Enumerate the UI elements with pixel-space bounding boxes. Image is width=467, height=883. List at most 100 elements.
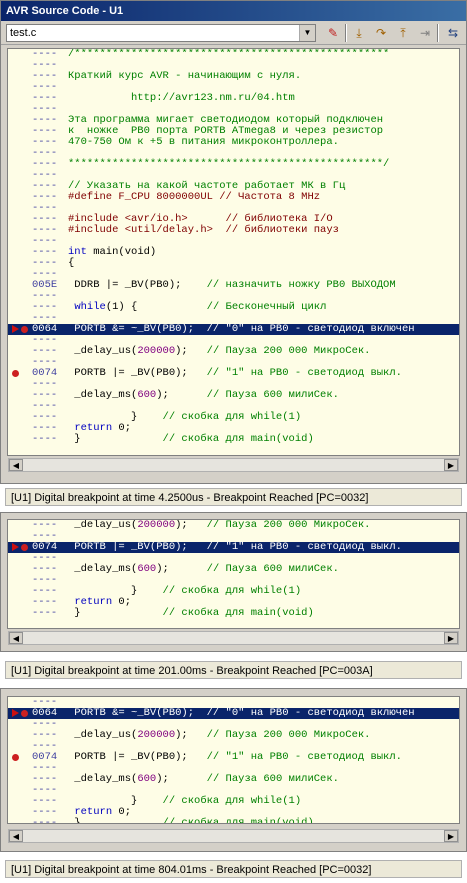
code-pane-3[interactable]: ----0064 PORTB &= ~_BV(PB0); // "0" на P… xyxy=(7,696,460,824)
code-line[interactable]: ---- xyxy=(8,719,459,730)
status-bar-1: [U1] Digital breakpoint at time 4.2500us… xyxy=(5,488,462,506)
code-line[interactable]: ---- xyxy=(8,379,459,390)
code-line[interactable]: ----{ xyxy=(8,258,459,269)
code-pane-2[interactable]: ---- _delay_us(200000); // Пауза 200 000… xyxy=(7,519,460,629)
code-line[interactable]: ---- xyxy=(8,401,459,412)
step-out-icon[interactable]: ⤒ xyxy=(400,26,406,40)
code-line[interactable]: ---- } // скобка для main(void) xyxy=(8,608,459,619)
scroll-right-icon[interactable]: ▶ xyxy=(444,632,458,644)
code-line[interactable]: ---- _delay_ms(600); // Пауза 600 милиСе… xyxy=(8,564,459,575)
line-address: ---- xyxy=(32,114,58,126)
code-line[interactable]: ---- xyxy=(8,104,459,115)
code-line[interactable]: ---- xyxy=(8,531,459,542)
scroll-right-icon[interactable]: ▶ xyxy=(444,459,458,471)
code-line[interactable]: ----#include <util/delay.h> // библиотек… xyxy=(8,225,459,236)
code-line[interactable]: ---- xyxy=(8,203,459,214)
code-line[interactable]: 005E DDRB |= _BV(PB0); // назначить ножк… xyxy=(8,280,459,291)
run-to-icon[interactable]: ⇥ xyxy=(419,26,431,40)
code-line[interactable]: ---- _delay_ms(600); // Пауза 600 милиСе… xyxy=(8,774,459,785)
code-line[interactable]: ----/***********************************… xyxy=(8,49,459,60)
code-line[interactable]: ---- xyxy=(8,785,459,796)
code-line[interactable]: ---- _delay_us(200000); // Пауза 200 000… xyxy=(8,346,459,357)
code-line[interactable]: ----************************************… xyxy=(8,159,459,170)
code-line[interactable]: ---- xyxy=(8,291,459,302)
line-address: ---- xyxy=(32,773,58,785)
code-line[interactable]: ----к ножке PB0 порта PORTB ATmega8 и че… xyxy=(8,126,459,137)
code-line[interactable]: 0064 PORTB &= ~_BV(PB0); // "0" на PB0 -… xyxy=(8,324,459,335)
code-line[interactable]: ---- xyxy=(8,148,459,159)
horizontal-scrollbar[interactable]: ◀ ▶ xyxy=(8,458,459,472)
code-line[interactable]: ----Эта программа мигает светодиодом кот… xyxy=(8,115,459,126)
toolbar-separator xyxy=(345,24,347,42)
code-line[interactable]: ---- xyxy=(8,236,459,247)
code-line[interactable]: ---- xyxy=(8,313,459,324)
code-line[interactable]: ---- xyxy=(8,575,459,586)
line-address: 0074 xyxy=(32,751,58,763)
code-line[interactable]: ---- _delay_ms(600); // Пауза 600 милиСе… xyxy=(8,390,459,401)
scroll-left-icon[interactable]: ◀ xyxy=(9,632,23,644)
code-line[interactable]: ---- xyxy=(8,82,459,93)
code-line[interactable]: 0074 PORTB |= _BV(PB0); // "1" на PB0 - … xyxy=(8,368,459,379)
code-line[interactable]: ----470-750 Ом к +5 в питания микроконтр… xyxy=(8,137,459,148)
file-select[interactable]: test.c ▼ xyxy=(6,24,316,42)
code-line[interactable]: 0074 PORTB |= _BV(PB0); // "1" на PB0 - … xyxy=(8,752,459,763)
line-code: /***************************************… xyxy=(68,48,390,60)
code-pane-1[interactable]: ----/***********************************… xyxy=(7,48,460,456)
code-line[interactable]: 0064 PORTB &= ~_BV(PB0); // "0" на PB0 -… xyxy=(8,708,459,719)
step-into-icon[interactable]: ⤓ xyxy=(356,26,362,40)
line-address: ---- xyxy=(32,718,58,730)
breakpoint-icon[interactable] xyxy=(12,370,19,377)
code-line[interactable]: ---- } // скобка для while(1) xyxy=(8,586,459,597)
scroll-left-icon[interactable]: ◀ xyxy=(9,459,23,471)
code-line[interactable]: ----#include <avr/io.h> // библиотека I/… xyxy=(8,214,459,225)
code-line[interactable]: ---- xyxy=(8,697,459,708)
current-line-arrow-icon[interactable] xyxy=(12,543,19,551)
code-line[interactable]: ---- _delay_us(200000); // Пауза 200 000… xyxy=(8,520,459,531)
line-code: _delay_us(200000); // Пауза 200 000 Микр… xyxy=(68,729,371,741)
status-bar-3: [U1] Digital breakpoint at time 804.01ms… xyxy=(5,860,462,878)
code-line[interactable]: ---- } // скобка для while(1) xyxy=(8,412,459,423)
breakpoints-icon[interactable]: ⇆ xyxy=(447,26,459,40)
toolbar: test.c ▼ ✎ ⤓ ↷ ⤒ ⇥ ⇆ xyxy=(1,21,466,45)
code-line[interactable]: ---- } // скобка для while(1) xyxy=(8,796,459,807)
line-address: ---- xyxy=(32,235,58,247)
scroll-left-icon[interactable]: ◀ xyxy=(9,830,23,842)
code-line[interactable]: ---- while(1) { // Бесконечный цикл xyxy=(8,302,459,313)
scroll-right-icon[interactable]: ▶ xyxy=(444,830,458,842)
current-line-arrow-icon[interactable] xyxy=(12,709,19,717)
horizontal-scrollbar[interactable]: ◀ ▶ xyxy=(8,829,459,843)
code-line[interactable]: ---- return 0; xyxy=(8,423,459,434)
breakpoint-icon[interactable] xyxy=(21,326,28,333)
line-address: ---- xyxy=(32,202,58,214)
code-line[interactable]: ---- return 0; xyxy=(8,597,459,608)
breakpoint-icon[interactable] xyxy=(21,710,28,717)
breakpoint-icon[interactable] xyxy=(21,544,28,551)
chevron-down-icon[interactable]: ▼ xyxy=(299,25,315,41)
code-line[interactable]: ---- xyxy=(8,170,459,181)
line-address: ---- xyxy=(32,158,58,170)
line-address: ---- xyxy=(32,81,58,93)
code-line[interactable]: ----int main(void) xyxy=(8,247,459,258)
code-line[interactable]: ---- xyxy=(8,269,459,280)
code-line[interactable]: ---- xyxy=(8,763,459,774)
horizontal-scrollbar[interactable]: ◀ ▶ xyxy=(8,631,459,645)
step-over-icon[interactable]: ↷ xyxy=(375,26,387,40)
code-line[interactable]: ----Краткий курс AVR - начинающим с нуля… xyxy=(8,71,459,82)
line-address: ---- xyxy=(32,784,58,796)
code-line[interactable]: ---- _delay_us(200000); // Пауза 200 000… xyxy=(8,730,459,741)
code-line[interactable]: ---- xyxy=(8,553,459,564)
code-line[interactable]: ---- xyxy=(8,60,459,71)
code-line[interactable]: ---- } // скобка для main(void) xyxy=(8,818,459,824)
code-line[interactable]: 0074 PORTB |= _BV(PB0); // "1" на PB0 - … xyxy=(8,542,459,553)
code-line[interactable]: ---- xyxy=(8,741,459,752)
code-line[interactable]: ---- xyxy=(8,357,459,368)
code-line[interactable]: ---- } // скобка для main(void) xyxy=(8,434,459,445)
current-line-arrow-icon[interactable] xyxy=(12,325,19,333)
code-line[interactable]: ----// Указать на какой частоте работает… xyxy=(8,181,459,192)
wand-icon[interactable]: ✎ xyxy=(327,26,339,40)
breakpoint-icon[interactable] xyxy=(12,754,19,761)
code-line[interactable]: ---- xyxy=(8,335,459,346)
code-line[interactable]: ---- return 0; xyxy=(8,807,459,818)
code-line[interactable]: ----#define F_CPU 8000000UL // Частота 8… xyxy=(8,192,459,203)
code-line[interactable]: ---- http://avr123.nm.ru/04.htm xyxy=(8,93,459,104)
